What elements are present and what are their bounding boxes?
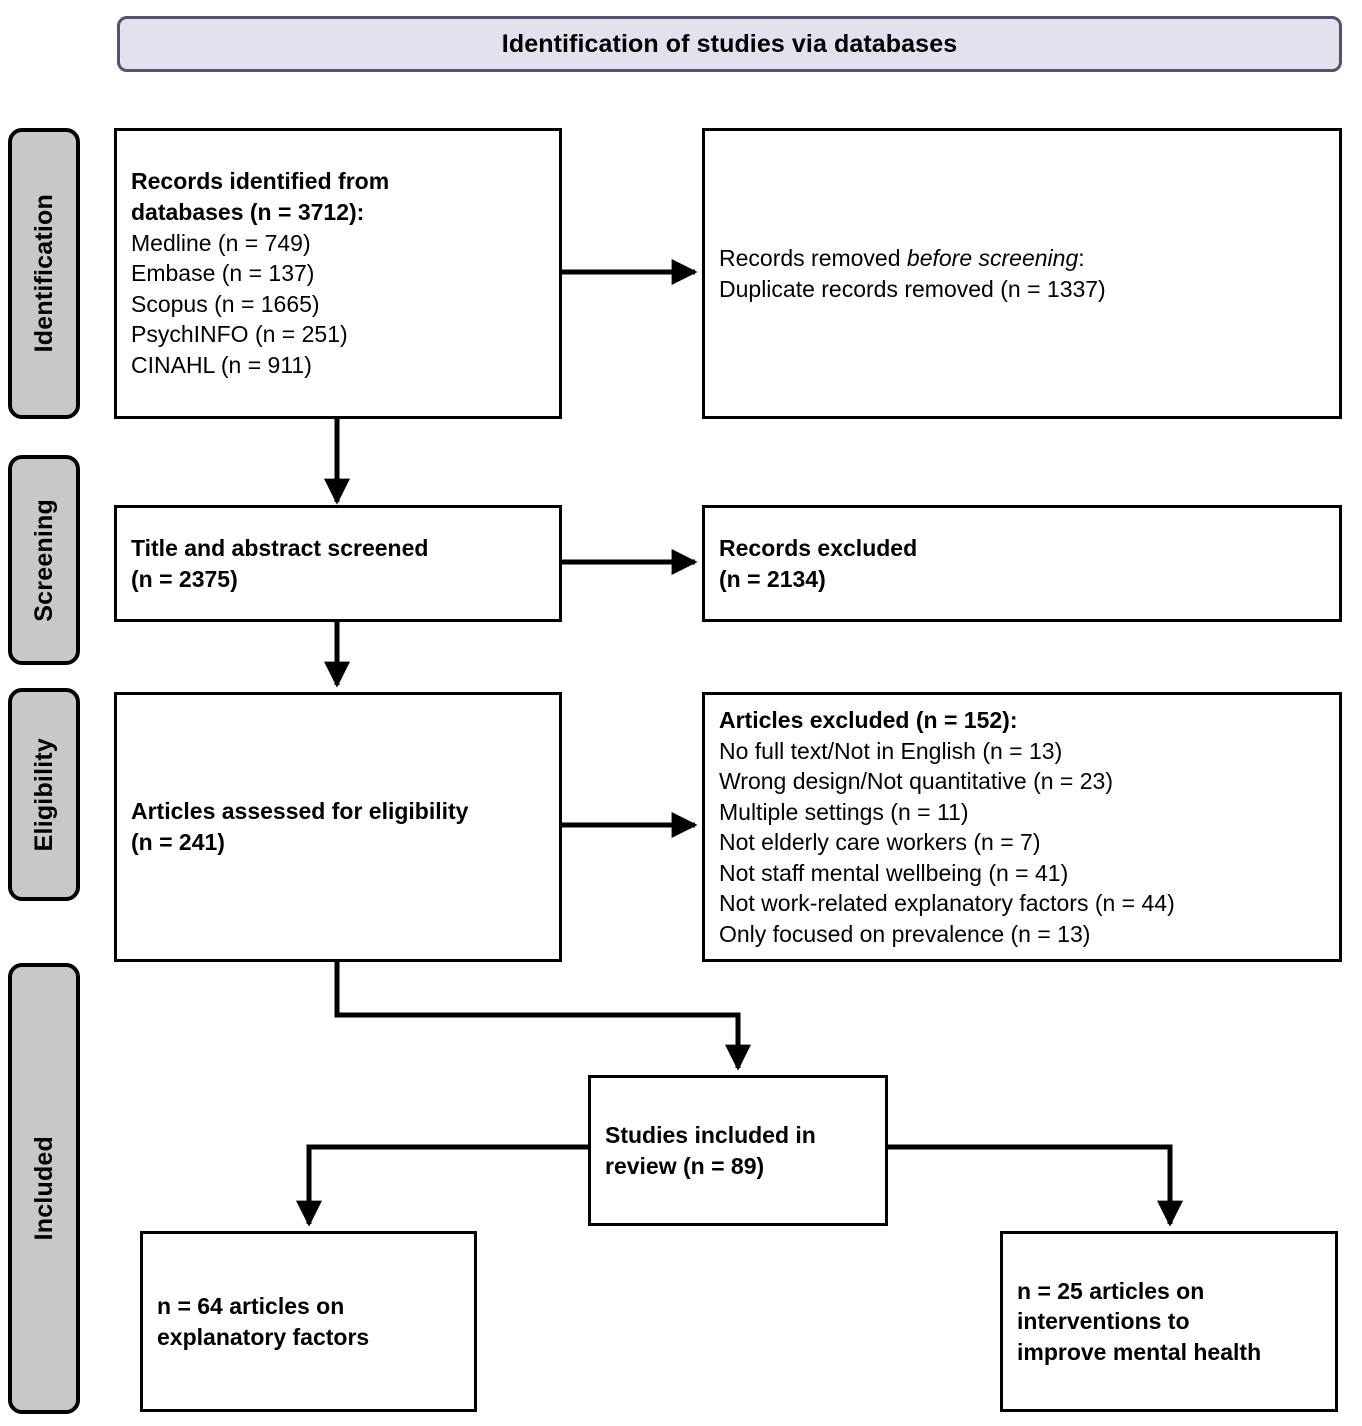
records-removed-line-1: Records removed before screening: [719,243,1325,274]
interventions-line-3: improve mental health [1017,1338,1262,1365]
box-explanatory-factors-text: n = 64 articles on explanatory factors [143,1291,474,1352]
box-articles-assessed-text: Articles assessed for eligibility (n = 2… [117,796,559,857]
box-articles-excluded: Articles excluded (n = 152): No full tex… [702,692,1342,962]
box-articles-assessed: Articles assessed for eligibility (n = 2… [114,692,562,962]
articles-excluded-reason-5: Not staff mental wellbeing (n = 41) [719,859,1069,886]
records-removed-line-2: Duplicate records removed (n = 1337) [719,275,1106,302]
box-title-abstract-screened: Title and abstract screened (n = 2375) [114,505,562,622]
studies-included-line-2: review (n = 89) [605,1152,765,1179]
stage-tab-included: Included [8,963,80,1414]
records-identified-cinahl: CINAHL (n = 911) [131,351,312,378]
title-abstract-screened-line-1: Title and abstract screened [131,534,429,561]
stage-tab-eligibility: Eligibility [8,688,80,901]
articles-excluded-reason-6: Not work-related explanatory factors (n … [719,890,1175,917]
box-records-excluded-text: Records excluded (n = 2134) [705,533,1339,594]
stage-tab-included-label: Included [29,1136,58,1241]
records-removed-prefix: Records removed [719,244,907,271]
box-title-abstract-screened-text: Title and abstract screened (n = 2375) [117,533,559,594]
records-identified-psychinfo: PsychINFO (n = 251) [131,321,348,348]
stage-tab-screening-label: Screening [29,498,58,622]
interventions-line-1: n = 25 articles on [1017,1277,1205,1304]
diagram-header-banner: Identification of studies via databases [117,16,1342,72]
stage-tab-identification: Identification [8,128,80,419]
articles-assessed-line-1: Articles assessed for eligibility [131,798,469,825]
records-removed-suffix: : [1078,244,1085,271]
articles-excluded-reason-7: Only focused on prevalence (n = 13) [719,921,1091,948]
box-studies-included-text: Studies included in review (n = 89) [591,1120,885,1181]
box-records-identified-text: Records identified from databases (n = 3… [117,166,559,380]
records-removed-italic: before screening [906,244,1079,271]
articles-excluded-reason-1: No full text/Not in English (n = 13) [719,737,1063,764]
records-identified-embase: Embase (n = 137) [131,260,315,287]
box-records-identified: Records identified from databases (n = 3… [114,128,562,419]
stage-tab-eligibility-label: Eligibility [29,737,58,852]
records-identified-line-1: Records identified from [131,168,390,195]
box-interventions-text: n = 25 articles on interventions to impr… [1003,1276,1335,1368]
articles-excluded-reason-4: Not elderly care workers (n = 7) [719,829,1041,856]
diagram-title: Identification of studies via databases [501,29,958,58]
stage-tab-screening: Screening [8,455,80,665]
records-excluded-line-2: (n = 2134) [719,565,826,592]
box-records-removed: Records removed before screening: Duplic… [702,128,1342,419]
title-abstract-screened-line-2: (n = 2375) [131,565,238,592]
records-excluded-line-1: Records excluded [719,534,918,561]
studies-included-line-1: Studies included in [605,1121,816,1148]
stage-tab-identification-label: Identification [29,194,58,353]
arrow-assessed-to-studies-included [334,962,751,1071]
articles-excluded-heading: Articles excluded (n = 152): [719,707,1018,733]
articles-excluded-reason-3: Multiple settings (n = 11) [719,798,969,825]
arrow-included-to-interventions [888,1144,1183,1227]
box-interventions: n = 25 articles on interventions to impr… [1000,1231,1338,1412]
box-articles-excluded-text: Articles excluded (n = 152): No full tex… [705,695,1339,950]
box-records-excluded: Records excluded (n = 2134) [702,505,1342,622]
box-studies-included: Studies included in review (n = 89) [588,1075,888,1226]
records-identified-line-2: databases (n = 3712): [131,199,365,226]
box-explanatory-factors: n = 64 articles on explanatory factors [140,1231,477,1412]
arrow-included-to-explanatory-factors [296,1144,588,1227]
articles-excluded-reason-2: Wrong design/Not quantitative (n = 23) [719,768,1113,795]
box-records-removed-text: Records removed before screening: Duplic… [705,243,1339,304]
records-identified-medline: Medline (n = 749) [131,229,311,256]
records-identified-scopus: Scopus (n = 1665) [131,290,320,317]
explanatory-factors-line-1: n = 64 articles on [157,1292,345,1319]
explanatory-factors-line-2: explanatory factors [157,1323,370,1350]
interventions-line-2: interventions to [1017,1308,1190,1335]
articles-assessed-line-2: (n = 241) [131,829,225,855]
